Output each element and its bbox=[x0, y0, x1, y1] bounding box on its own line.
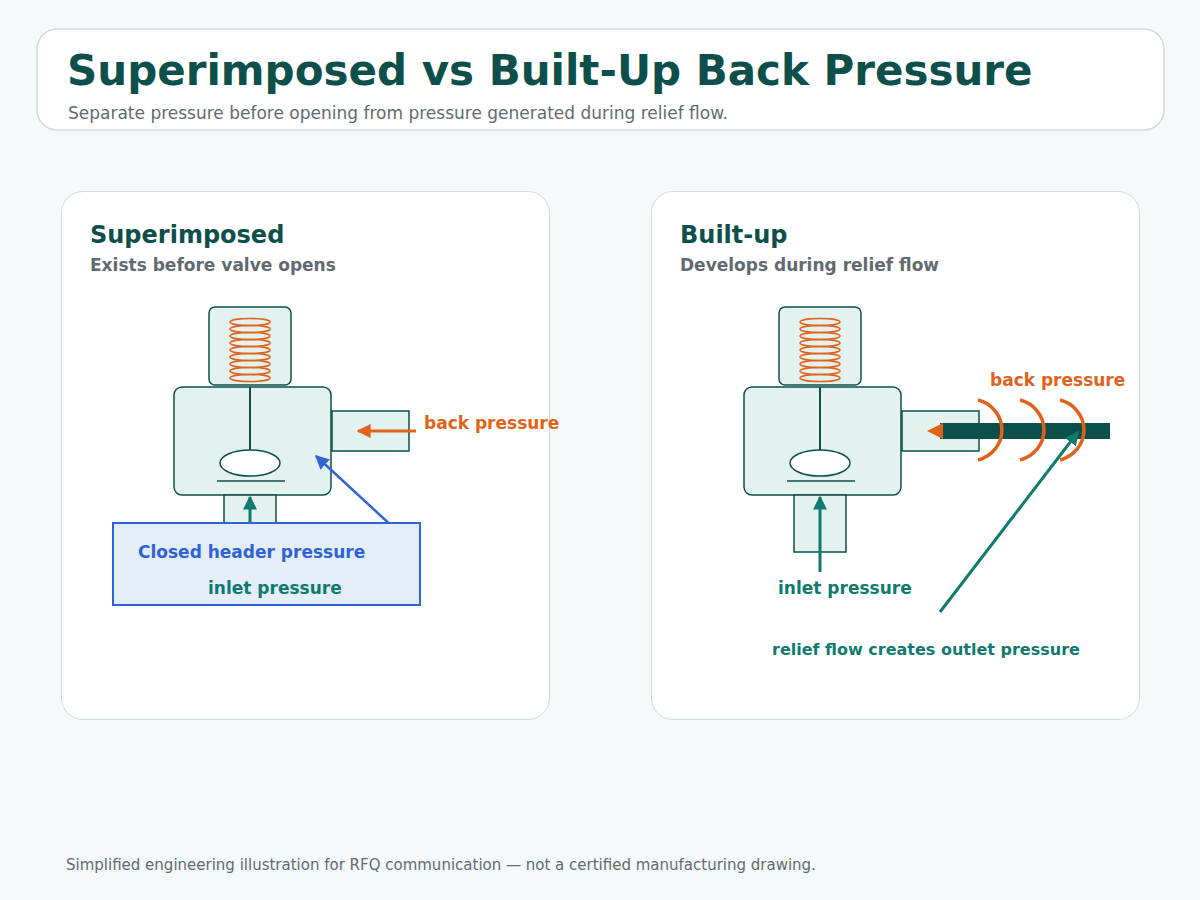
spring-coil bbox=[230, 326, 270, 333]
spring-coil bbox=[800, 333, 840, 340]
pressure-label: inlet pressure bbox=[208, 578, 342, 598]
spring-coil bbox=[230, 368, 270, 375]
inlet-arrow bbox=[819, 497, 822, 572]
bonnet bbox=[209, 307, 291, 385]
pressure-label: back pressure bbox=[424, 413, 559, 433]
panel-heading: Built-up bbox=[680, 221, 1111, 249]
stem bbox=[249, 387, 251, 450]
header-card bbox=[37, 29, 1164, 130]
stem bbox=[819, 387, 821, 450]
spring-coil bbox=[800, 354, 840, 361]
spring-coil bbox=[800, 326, 840, 333]
pressure-wave bbox=[978, 400, 1002, 460]
valve-right bbox=[744, 307, 1110, 612]
disc bbox=[220, 450, 280, 476]
panel-subheading: Exists before valve opens bbox=[90, 255, 521, 275]
spring-coil bbox=[800, 340, 840, 347]
disc bbox=[790, 450, 850, 476]
spring-coil bbox=[230, 319, 270, 326]
title: Superimposed vs Built-Up Back Pressure bbox=[67, 46, 1033, 96]
valve-body bbox=[744, 387, 901, 495]
back-pressure-arrow bbox=[358, 430, 416, 433]
pressure-label: back pressure bbox=[990, 370, 1125, 390]
pressure-label: inlet pressure bbox=[778, 578, 912, 598]
spring-coil bbox=[230, 333, 270, 340]
panel-subheading: Develops during relief flow bbox=[680, 255, 1111, 275]
spring-coil bbox=[230, 340, 270, 347]
flow-note: relief flow creates outlet pressure bbox=[772, 640, 1080, 660]
header-label: Closed header pressure bbox=[138, 542, 395, 562]
panel-ground bbox=[651, 191, 1140, 720]
relief-flow-arrow bbox=[940, 432, 1078, 612]
pressure-wave bbox=[1020, 400, 1044, 460]
spring-coil bbox=[800, 368, 840, 375]
seat bbox=[787, 480, 855, 482]
caption: Simplified engineering illustration for … bbox=[66, 855, 816, 875]
spring-coil bbox=[230, 361, 270, 368]
panel-ground bbox=[61, 191, 550, 720]
spring bbox=[230, 319, 270, 382]
valve-body bbox=[174, 387, 331, 495]
spring-coil bbox=[230, 354, 270, 361]
spring-coil bbox=[800, 361, 840, 368]
back-pressure-head bbox=[927, 423, 943, 439]
spring-coil bbox=[800, 319, 840, 326]
panel-heading: Superimposed bbox=[90, 221, 521, 249]
spring bbox=[800, 319, 840, 382]
panel-card: SuperimposedExists before valve opensClo… bbox=[61, 191, 550, 720]
seat bbox=[217, 480, 285, 482]
bonnet bbox=[779, 307, 861, 385]
spring-coil bbox=[230, 375, 270, 382]
spring-coil bbox=[800, 347, 840, 354]
spring-coil bbox=[800, 375, 840, 382]
spring-coil bbox=[230, 347, 270, 354]
subtitle: Separate pressure before opening from pr… bbox=[68, 103, 728, 123]
